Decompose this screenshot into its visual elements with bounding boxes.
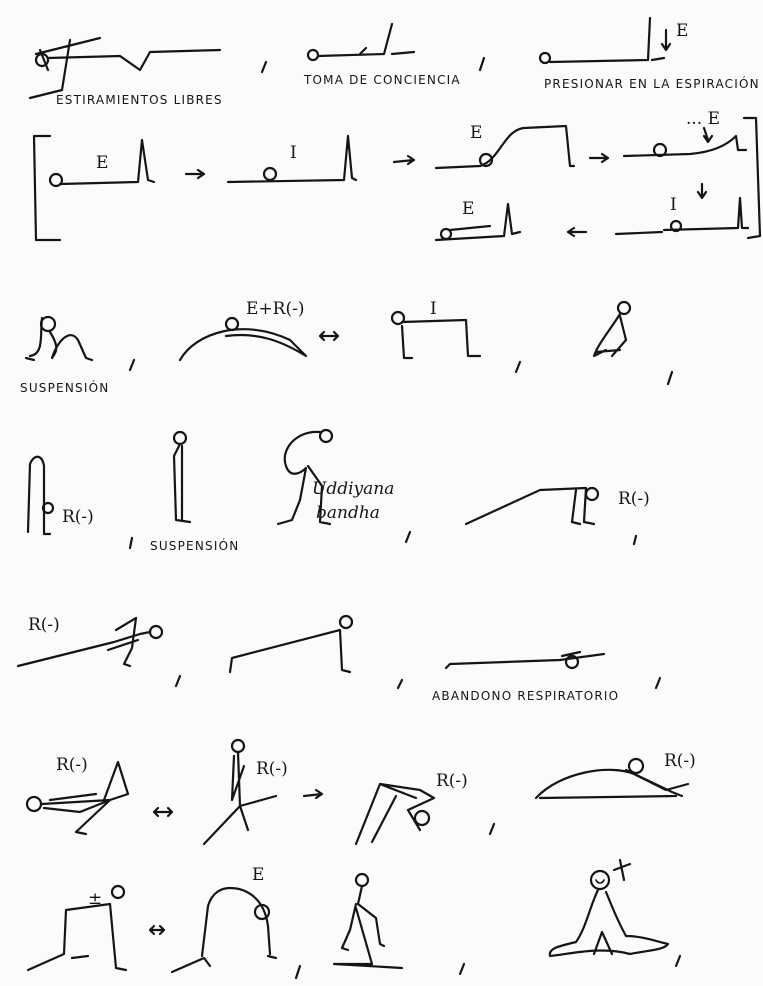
mark-r5: R(-) [28,615,60,635]
mark-r1: R(-) [62,507,94,527]
figure-seq-5 [616,184,748,234]
mark-i: I [430,299,437,319]
mark-e: E [676,21,688,41]
label-uddiyana: Uddiyana [312,479,394,499]
mark-r2: R(-) [618,489,650,509]
separator-comma [516,362,520,372]
figure-plank [230,616,352,672]
mark-r6c: R(-) [436,771,468,791]
mark-erc: E+R(-) [246,299,304,319]
arrow-right [394,156,414,164]
arrow-both [150,926,164,934]
mark-r6d: R(-) [664,751,696,771]
separator-comma [406,532,410,542]
arrow-right [304,790,322,798]
bracket-sequence [34,118,760,240]
separator-comma [262,62,266,72]
separator-comma [296,966,300,978]
label-suspension-2: SUSPENSIÓN [150,538,239,553]
figure-bridge [180,318,306,360]
mark-e2: E [470,123,482,143]
figure-arched [172,888,276,972]
label-estiramientos: ESTIRAMIENTOS LIBRES [56,93,223,107]
separator-comma [490,824,494,834]
separator-comma [676,956,680,966]
mark-r6a: R(-) [56,755,88,775]
figure-seq-4 [624,128,746,156]
mark-e1: E [96,153,108,173]
figure-presionar [540,18,670,63]
figure-down-dog-head [466,488,598,524]
figure-kneeling [594,302,630,356]
figure-triangle [356,784,434,844]
separator-comma [668,372,672,384]
label-toma: TOMA DE CONCIENCIA [303,73,461,87]
figure-seq-3 [436,126,574,168]
figure-lying-rest [446,652,604,668]
mark-r6b: R(-) [256,759,288,779]
figure-forward-table [28,886,126,970]
mark-i1: I [290,143,297,163]
figure-tree-pose [204,740,276,844]
figure-toma-conciencia [308,24,414,60]
arrow-left [568,228,586,236]
label-presionar: PRESIONAR EN LA ESPIRACIÓN [544,76,760,91]
figure-meditation [550,860,668,956]
figure-seq-6 [436,204,520,240]
separator-comma [176,676,180,686]
figure-standing [174,432,190,522]
arrow-both [154,808,172,816]
label-bandha: bandha [316,503,380,523]
figure-suspension [26,317,92,360]
mark-e3: ... E [686,109,720,129]
arrow-right [590,154,608,162]
separator-comma [656,678,660,688]
separator-comma [480,58,484,70]
mark-e7: E [252,865,264,885]
separator-comma [634,536,636,544]
arrow-right [186,170,204,178]
separator-comma [460,964,464,974]
label-suspension: SUSPENSIÓN [20,380,109,395]
separator-comma [398,680,402,688]
separator-comma [130,538,132,548]
mark-e4: E [462,199,474,219]
mark-i2: I [670,195,677,215]
arrow-both [320,332,338,340]
separator-comma [130,360,134,370]
figure-standing-bend [334,874,402,968]
label-abandono: ABANDONO RESPIRATORIO [432,689,619,703]
figure-child [28,457,53,534]
figure-free-stretching [30,38,220,98]
